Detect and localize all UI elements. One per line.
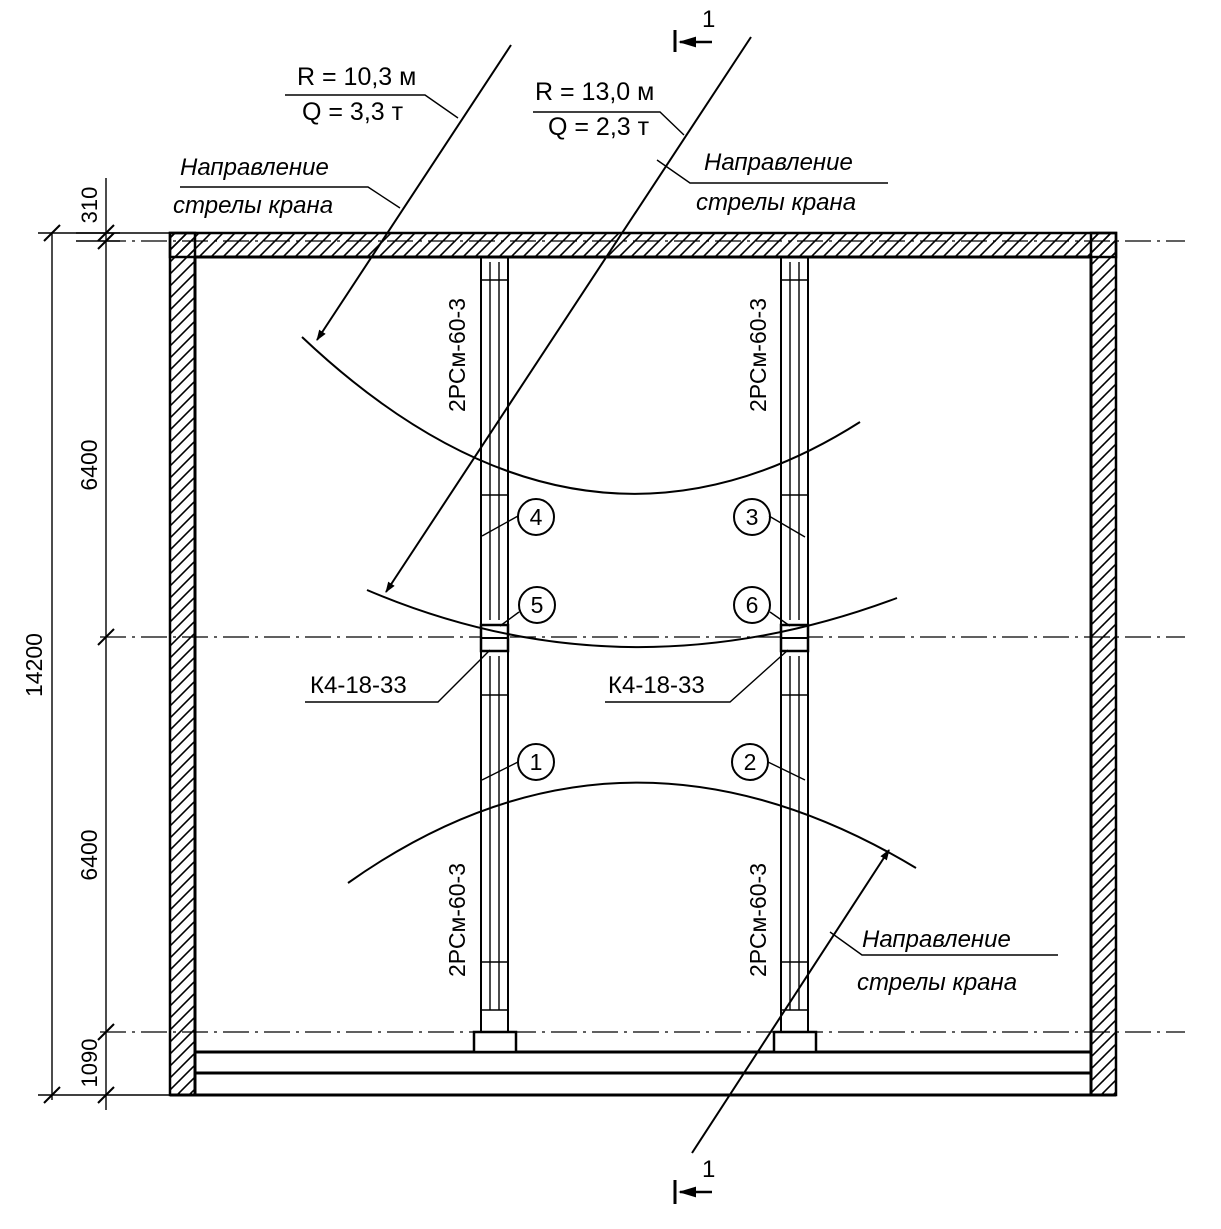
boom-direction-bottom-line1: Направление [862,926,1011,953]
boom-direction-right-line1: Направление [704,149,853,176]
right-panel-lower [780,650,809,1035]
section-mark-top: 1 [673,6,715,52]
section-bottom-label: 1 [702,1156,715,1183]
reach-arc-bottom [347,781,917,884]
left-footing [472,1030,518,1054]
column-label-right: К4-18-33 [608,672,705,699]
leader-pos-5 [499,611,520,627]
reach-arc-middle [366,589,898,648]
dim-6400-top: 6400 [76,439,102,490]
crane-callouts: R = 10,3 м Q = 3,3 т R = 13,0 м Q = 2,3 … [173,63,1017,996]
panel-column-left [472,256,518,1054]
pos-1-circle [517,743,555,781]
panel-labels: 2РСм-60-3 2РСм-60-3 2РСм-60-3 2РСм-60-3 [444,298,771,977]
leader-column-left [305,649,491,703]
boom-direction-right-line2: стрелы крана [696,189,856,216]
leader-column-right [605,649,789,703]
column-label-left: К4-18-33 [310,672,407,699]
pos-5-label: 5 [531,592,544,618]
dim-310: 310 [77,187,102,224]
dim-14200: 14200 [21,633,47,697]
leader-dir-bottom [829,931,1058,956]
pos-6-label: 6 [746,592,759,618]
boom-direction-lines [316,36,890,1154]
wall-right [1089,231,1118,1097]
pos-2-circle [731,743,769,781]
panel-label-right-lower: 2РСм-60-3 [745,863,771,977]
reach-arc-top [301,336,861,495]
leader-right-callout [533,111,685,136]
wall-left [168,231,197,1097]
tick-edge-bottom [97,1086,115,1104]
boom-line-left [316,44,512,341]
left-panel-lower [480,650,509,1035]
panel-column-right [772,256,818,1054]
leader-pos-6 [769,611,791,627]
panel-label-left-lower: 2РСм-60-3 [444,863,470,977]
wall-panels [472,256,818,1054]
right-load-label: Q = 2,3 т [548,113,650,141]
axis-lines [100,240,1185,1033]
pos-3-label: 3 [746,504,759,530]
leader-pos-1 [481,761,519,781]
tick-top-outer [43,224,61,242]
dimension-chain: 310 6400 14200 6400 1090 [21,178,170,1110]
dim-1090: 1090 [77,1039,102,1088]
leader-dir-right [656,159,888,184]
boom-direction-left-line1: Направление [180,154,329,181]
leader-pos-3 [768,515,806,538]
tick-axis-middle [97,628,115,646]
boom-line-right [385,36,752,593]
tick-bottom-outer [43,1086,61,1104]
pos-6-circle [733,586,771,624]
pos-5-circle [518,586,556,624]
pos-4-circle [517,498,555,536]
tick-axis-bottom [97,1023,115,1041]
dim-6400-bottom: 6400 [76,829,102,880]
section-top-label: 1 [702,6,715,33]
leader-lines [180,94,1058,956]
panel-label-left-upper: 2РСм-60-3 [444,298,470,412]
leader-left-callout [285,94,459,119]
panel-label-right-upper: 2РСм-60-3 [745,298,771,412]
boom-line-bottom [691,849,890,1154]
pos-2-label: 2 [744,749,757,775]
pos-1-label: 1 [530,749,543,775]
leader-dir-left [180,186,401,209]
left-radius-label: R = 10,3 м [297,63,416,91]
pos-4-label: 4 [530,504,543,530]
boom-direction-bottom-line2: стрелы крана [857,969,1017,996]
left-load-label: Q = 3,3 т [302,98,404,126]
section-mark-bottom: 1 [673,1156,715,1204]
leader-pos-2 [767,761,806,781]
right-radius-label: R = 13,0 м [535,78,654,106]
leader-pos-4 [481,515,519,537]
wall-top [168,231,1118,259]
position-markers: 4 3 5 6 1 2 [517,498,771,781]
pos-3-circle [733,498,771,536]
building-walls [168,231,1118,1097]
right-panel-upper [780,256,809,626]
crane-reach-arcs [301,336,917,884]
boom-direction-left-line2: стрелы крана [173,192,333,219]
right-footing [772,1030,818,1054]
